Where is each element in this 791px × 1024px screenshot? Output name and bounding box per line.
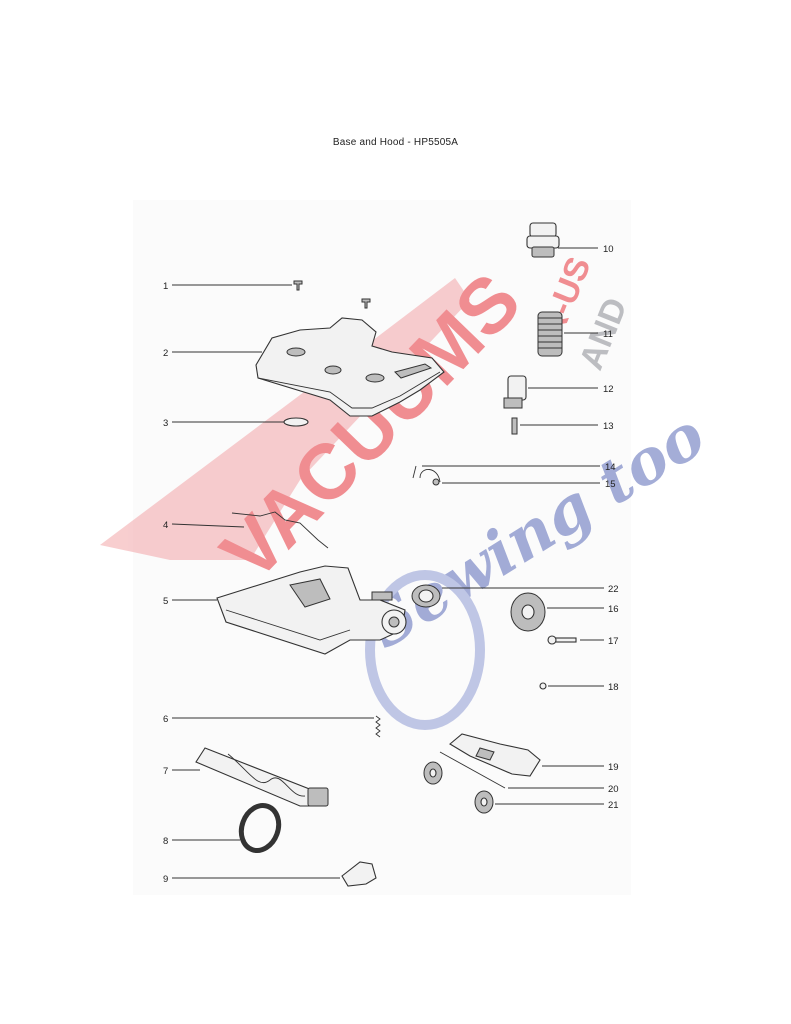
callout-8: 8 <box>163 836 168 847</box>
callout-1: 1 <box>163 281 168 292</box>
part-19-carriage <box>449 733 541 777</box>
watermark-s-swash <box>365 570 485 730</box>
part-16-wheel <box>510 592 546 632</box>
callout-19: 19 <box>608 762 619 773</box>
page-title: Base and Hood - HP5505A <box>332 137 459 148</box>
callout-11: 11 <box>603 329 613 340</box>
part-4-rod <box>231 511 329 549</box>
part-6-spring <box>375 715 381 738</box>
part-20-rod <box>439 751 506 789</box>
callout-10: 10 <box>603 244 614 255</box>
callout-15: 15 <box>605 479 616 490</box>
part-5-base <box>216 565 407 655</box>
part-21-roller <box>423 761 494 814</box>
part-18-washer <box>539 682 547 690</box>
callout-2: 2 <box>163 348 168 359</box>
callout-9: 9 <box>163 874 168 885</box>
callout-3: 3 <box>163 418 168 429</box>
callout-4: 4 <box>163 520 168 531</box>
part-2-hood <box>255 317 445 417</box>
callout-14: 14 <box>605 462 616 473</box>
callout-17: 17 <box>608 636 619 647</box>
part-12-latch <box>503 375 527 409</box>
callout-13: 13 <box>603 421 614 432</box>
part-3-pad <box>283 417 309 427</box>
part-8-belt <box>238 803 282 853</box>
part-22-bearing <box>411 584 441 608</box>
callout-22: 22 <box>608 584 619 595</box>
part-1-screw <box>293 280 303 291</box>
callout-21: 21 <box>608 800 619 811</box>
part-17-axle <box>547 635 577 645</box>
part-7-brushroll <box>195 747 329 807</box>
callout-7: 7 <box>163 766 168 777</box>
hood-screw <box>361 298 371 309</box>
callout-6: 6 <box>163 714 168 725</box>
callout-labels: 1 2 3 4 5 6 7 8 9 10 11 12 13 14 15 22 1… <box>163 244 619 885</box>
callout-5: 5 <box>163 596 168 607</box>
callout-18: 18 <box>608 682 619 693</box>
callout-20: 20 <box>608 784 619 795</box>
part-13-pin <box>511 417 518 435</box>
callout-16: 16 <box>608 604 619 615</box>
part-10-cap <box>526 222 560 258</box>
leader-lines <box>171 247 604 879</box>
part-11-hose <box>537 311 563 357</box>
callout-12: 12 <box>603 384 614 395</box>
part-14-15-bracket <box>412 465 441 486</box>
part-9-clip <box>341 861 377 887</box>
